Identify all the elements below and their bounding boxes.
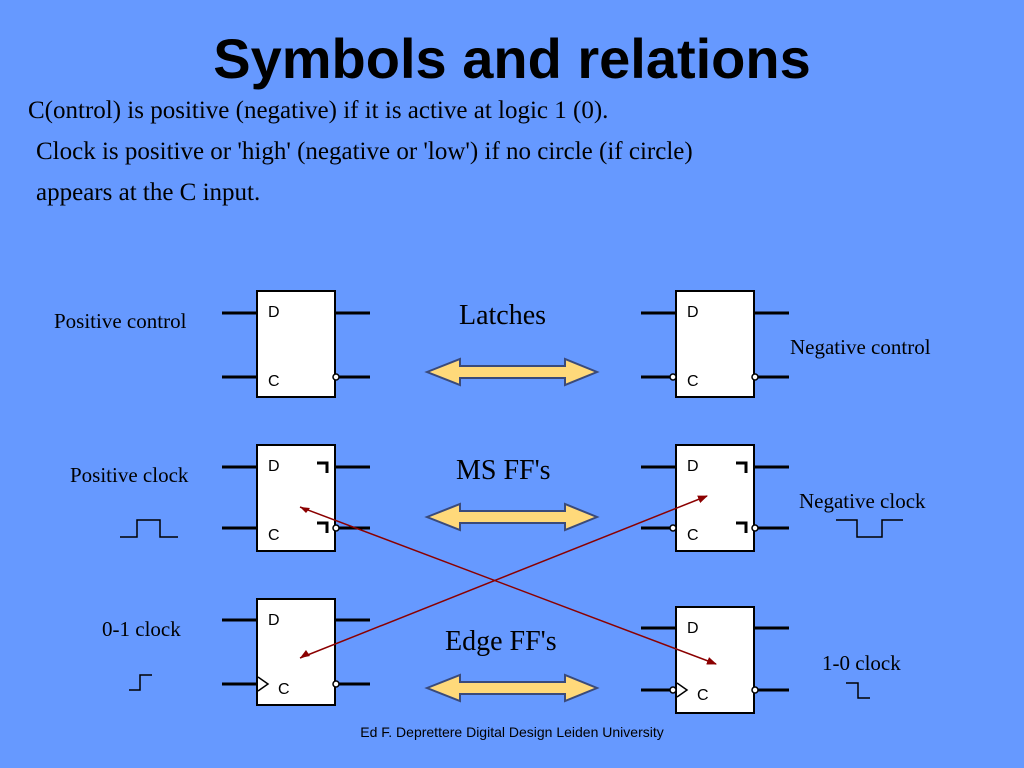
- pin-c-label: C: [697, 687, 709, 704]
- pin-c-label: C: [687, 527, 699, 544]
- label-negative-control: Negative control: [790, 335, 931, 359]
- msff-negative-box: [675, 444, 755, 552]
- negative-pulse-waveform-icon: [836, 519, 903, 538]
- msff-double-arrow: [424, 502, 600, 532]
- category-latches: Latches: [459, 300, 547, 331]
- pin-d-label: D: [687, 620, 699, 637]
- text-line-control: C(ontrol) is positive (negative) if it i…: [28, 97, 609, 124]
- falling-edge-waveform-icon: [846, 682, 870, 699]
- label-positive-control: Positive control: [54, 309, 187, 333]
- edgeff-falling-c-bubble: [669, 686, 677, 694]
- category-edge-ff: Edge FF's: [445, 626, 557, 657]
- latch-positive: D C: [222, 290, 370, 398]
- pin-d-label: D: [687, 304, 699, 321]
- postponed-output-mark-q: [317, 461, 329, 473]
- latch-positive-qn-bubble: [332, 373, 340, 381]
- msff-positive-qn-bubble: [332, 524, 340, 532]
- msff-negative-c-bubble: [669, 524, 677, 532]
- text-line-clock: Clock is positive or 'high' (negative or…: [36, 138, 693, 165]
- latch-positive-box: [256, 290, 336, 398]
- pin-d-label: D: [268, 458, 280, 475]
- footer-credit: Ed F. Deprettere Digital Design Leiden U…: [360, 724, 664, 740]
- edgeff-rising-qn-bubble: [332, 680, 340, 688]
- label-1-0-clock: 1-0 clock: [822, 651, 901, 675]
- pin-c-label: C: [268, 373, 280, 390]
- clock-edge-triangle: [257, 676, 270, 692]
- cross-arrowhead-rising: [300, 650, 310, 658]
- postponed-output-mark-qn: [736, 521, 748, 533]
- pin-d-label: D: [687, 458, 699, 475]
- label-0-1-clock: 0-1 clock: [102, 617, 181, 641]
- label-negative-clock: Negative clock: [799, 489, 926, 513]
- slide-title: Symbols and relations: [213, 27, 811, 90]
- latch-negative-qn-bubble: [751, 373, 759, 381]
- label-positive-clock: Positive clock: [70, 463, 189, 487]
- category-ms-ff: MS FF's: [456, 455, 551, 486]
- cross-arrowhead-positive: [300, 507, 310, 513]
- pin-c-label: C: [278, 681, 290, 698]
- positive-pulse-waveform-icon: [120, 519, 178, 538]
- cross-arrow-rising-to-negative: [299, 495, 708, 659]
- edgeff-rising: D C: [222, 598, 370, 706]
- msff-negative: D C: [641, 444, 789, 552]
- text-line-input: appears at the C input.: [36, 179, 261, 206]
- edgeff-rising-box: [256, 598, 336, 706]
- edgeff-falling-qn-bubble: [751, 686, 759, 694]
- rising-edge-waveform-icon: [129, 674, 152, 691]
- edgeff-falling: D C: [641, 606, 789, 714]
- postponed-output-mark-qn: [317, 521, 329, 533]
- cross-arrow-positive-to-falling: [299, 506, 717, 665]
- msff-negative-qn-bubble: [751, 524, 759, 532]
- latch-negative: D C: [641, 290, 789, 398]
- postponed-output-mark-q: [736, 461, 748, 473]
- pin-c-label: C: [687, 373, 699, 390]
- msff-positive: D C: [222, 444, 370, 552]
- latch-negative-c-bubble: [669, 373, 677, 381]
- edgeff-double-arrow: [424, 673, 600, 703]
- clock-edge-triangle: [676, 682, 689, 698]
- pin-d-label: D: [268, 304, 280, 321]
- latches-double-arrow: [424, 357, 600, 387]
- pin-c-label: C: [268, 527, 280, 544]
- pin-d-label: D: [268, 612, 280, 629]
- latch-negative-box: [675, 290, 755, 398]
